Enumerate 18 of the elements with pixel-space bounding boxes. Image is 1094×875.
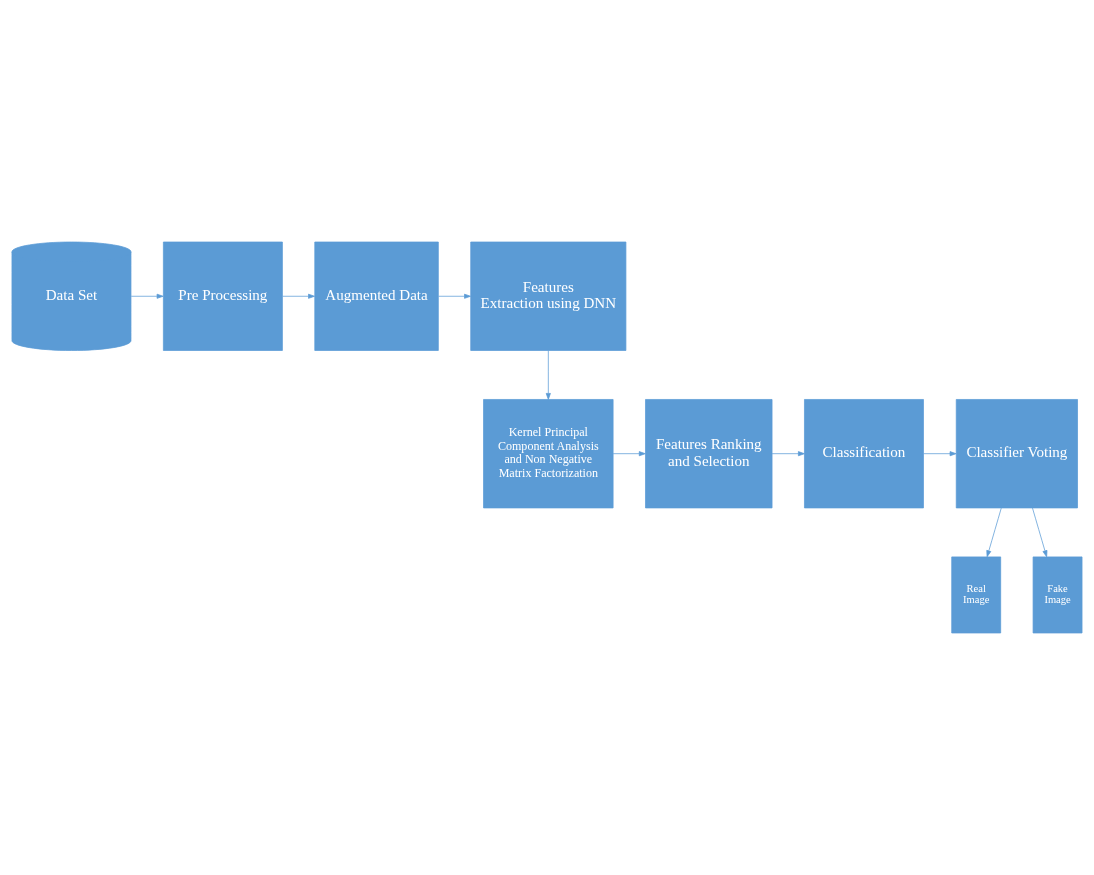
arrow (545, 350, 551, 400)
node-box: Real Image (951, 556, 1002, 634)
arrow (130, 293, 164, 299)
arrow (438, 293, 471, 299)
node-box: Kernel Principal Component Analysis and Non Negative Matrix Factorization (483, 399, 614, 509)
arrow (986, 507, 1002, 558)
node-box: Pre Processing (163, 241, 283, 351)
node-box: Classification (804, 399, 924, 509)
arrow (923, 451, 957, 457)
node-box: Classifier Voting (955, 399, 1078, 509)
arrow (771, 451, 805, 457)
node-box: Fake Image (1032, 556, 1083, 634)
arrow (1032, 507, 1048, 558)
node-box: Features Extraction using DNN (470, 241, 627, 351)
arrow (612, 451, 646, 457)
arrow (282, 293, 315, 299)
node-box: Features Ranking and Selection (645, 399, 773, 509)
node-box: Augmented Data (314, 241, 439, 351)
